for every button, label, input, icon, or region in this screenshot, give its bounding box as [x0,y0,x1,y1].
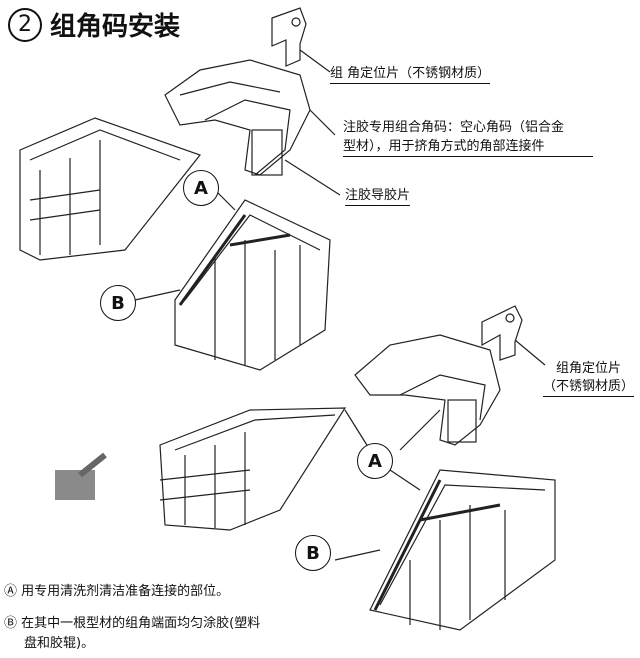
profile-right-bottom [369,469,556,631]
callout-corner-key: 注胶专用组合角码：空心角码（铝合金 型材），用于挤角方式的角部连接件 [343,118,593,157]
marker-a-bottom: A [357,443,393,479]
section-title-text: 组角码安装 [50,12,181,42]
step-a: Ⓐ 用专用清洗剂清洁准备连接的部位。 [4,582,229,602]
profile-left-top [19,117,201,261]
marker-b-top: B [100,285,136,321]
step-b-text-line2: 盘和胶辊)。 [24,636,95,651]
callout-glue-guide: 注胶导胶片 [345,186,411,206]
corner-locator-plate-top [271,7,331,73]
section-number: 2 [8,7,42,42]
callout-corner-locator-bottom-line2: （不锈钢材质） [543,378,635,397]
marker-b-bottom: B [295,535,331,571]
corner-key-bottom [354,334,501,446]
step-a-text: 用专用清洗剂清洁准备连接的部位。 [21,584,230,599]
callout-corner-locator-top: 组 角定位片（不锈钢材质） [330,64,491,84]
step-b-marker: Ⓑ [4,616,18,631]
callout-corner-locator-bottom-line1: 组角定位片 [556,361,622,376]
step-b-text: 在其中一根型材的组角端面均匀涂胶(塑料 [21,616,261,631]
glue-tool-photo [55,452,107,500]
callout-corner-key-line1: 注胶专用组合角码：空心角码（铝合金 [343,120,565,135]
callout-corner-locator-bottom: 组角定位片 （不锈钢材质） [543,360,635,397]
profile-left-bottom [159,407,347,531]
step-a-marker: Ⓐ [4,584,18,599]
profile-right-top [174,199,331,371]
corner-key-top [164,59,341,196]
marker-a-top: A [183,170,219,206]
corner-locator-plate-bottom [481,305,546,366]
callout-corner-key-line2: 型材），用于挤角方式的角部连接件 [343,139,545,154]
step-b: Ⓑ 在其中一根型材的组角端面均匀涂胶(塑料 盘和胶辊)。 [4,614,260,654]
section-title: 2 组角码安装 [8,6,180,43]
